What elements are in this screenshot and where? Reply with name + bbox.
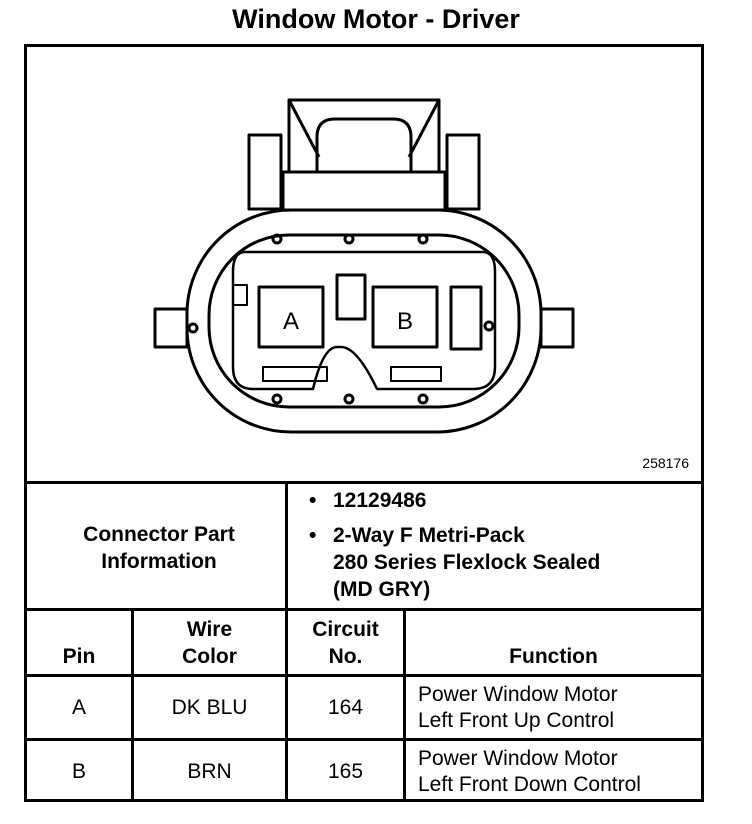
connector-info-label-line1: Connector Part [83,523,235,546]
pin-b-label: B [397,308,413,335]
divider [27,674,701,677]
description-line: 2-Way F Metri-Pack [333,524,525,547]
left-ear [153,307,189,349]
pin-a-cavity [257,285,325,349]
table-row-cell: A [71,695,86,719]
table-row-cell: 165 [327,759,364,783]
figure-id: 258176 [642,455,689,471]
divider [27,738,701,741]
table-row-cell: DK BLU [171,695,248,719]
latch-window [315,117,413,172]
divider [27,481,701,484]
latch-tab [287,98,441,174]
right-ear [539,307,575,349]
connector-sheet: A B 258176 Connector Part Information 12… [24,44,704,802]
connector-info: 12129486 2-Way F Metri-Pack 280 Series F… [303,487,699,609]
divider [27,608,701,611]
connector-info-label: Connector Part Information [27,487,291,609]
description-line: 280 Series Flexlock Sealed [333,551,601,574]
table-row-function: Power Window Motor Left Front Down Contr… [418,746,641,796]
divider [131,608,134,802]
connector-description: 2-Way F Metri-Pack 280 Series Flexlock S… [303,522,699,603]
pin-a-label: A [283,308,299,335]
table-row-cell: 164 [327,695,364,719]
table-row-function: Power Window Motor Left Front Up Control [418,682,618,732]
pin-b-cavity [371,285,439,349]
connector-drawing: A B [153,98,575,434]
table-row-cell: BRN [187,759,232,783]
part-number: 12129486 [303,487,699,514]
connector-info-label-line2: Information [101,550,217,573]
description-line: (MD GRY) [333,578,431,601]
connector-body-outer [185,208,543,434]
connector-body-inner [207,233,521,409]
header-wire-color: Wire Color [182,618,237,668]
table-row-cell: B [71,759,86,783]
page-title: Window Motor - Driver [232,4,520,34]
divider [285,608,288,802]
divider [403,608,406,802]
divider [285,481,288,611]
header-pin: Pin [62,645,96,668]
header-function: Function [509,645,598,668]
header-circuit: Circuit No. [312,618,379,668]
